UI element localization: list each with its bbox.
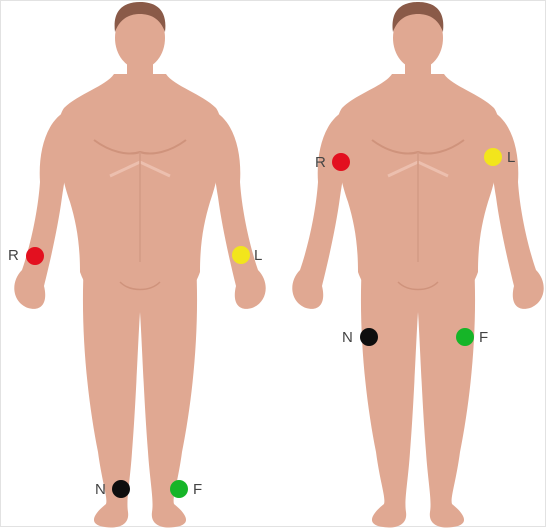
human-figure-right bbox=[292, 2, 543, 527]
figure2-electrode-r-label: R bbox=[315, 154, 326, 171]
figure1-electrode-r-label: R bbox=[8, 247, 19, 264]
figure1-electrode-l-label: L bbox=[254, 247, 262, 264]
figure1-electrode-f-label: F bbox=[193, 481, 202, 498]
figure1-electrode-n-label: N bbox=[95, 481, 106, 498]
figure2-electrode-n-label: N bbox=[342, 329, 353, 346]
human-figure-left bbox=[14, 2, 265, 527]
figure2-electrode-n: N bbox=[342, 328, 378, 346]
figure1-electrode-l: L bbox=[232, 246, 262, 264]
figure2-electrode-f-label: F bbox=[479, 329, 488, 346]
figure1-electrode-f: F bbox=[170, 480, 202, 498]
figure2-electrode-l-label: L bbox=[507, 149, 515, 166]
